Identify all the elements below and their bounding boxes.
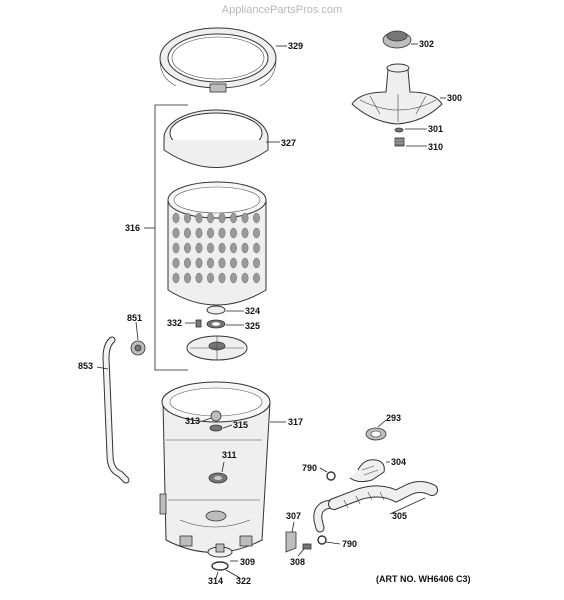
part-label-301[interactable]: 301: [428, 124, 443, 134]
tub-cover-icon: [159, 27, 277, 93]
basket-perforation: [241, 212, 249, 224]
basket-perforation: [195, 257, 203, 269]
basket-perforation: [207, 257, 214, 269]
basket-perforation: [207, 242, 214, 254]
seal-icon: [209, 424, 223, 432]
wash-basket-icon: [167, 181, 267, 306]
basket-perforation: [172, 212, 180, 224]
basket-perforation: [218, 272, 226, 284]
basket-perforation: [207, 212, 214, 224]
basket-perforation: [207, 272, 214, 284]
basket-perforation: [195, 242, 203, 254]
basket-perforation: [218, 257, 226, 269]
screw-icon: [302, 543, 312, 550]
basket-perforation: [253, 227, 260, 239]
basket-perforation: [241, 227, 249, 239]
basket-perforation: [184, 227, 191, 239]
basket-perforation: [253, 242, 260, 254]
basket-perforation: [172, 257, 180, 269]
basket-perforation: [218, 242, 226, 254]
part-label-317[interactable]: 317: [288, 417, 303, 427]
basket-perforation: [184, 272, 191, 284]
art-number: (ART NO. WH6406 C3): [376, 574, 471, 584]
washer-icon: [206, 319, 226, 329]
basket-perforation: [230, 272, 237, 284]
part-label-790[interactable]: 790: [302, 463, 317, 473]
basket-perforation: [230, 242, 237, 254]
hub-plate-icon: [186, 335, 248, 361]
basket-perforation: [184, 242, 191, 254]
basket-perforation: [172, 227, 180, 239]
part-label-851[interactable]: 851: [127, 313, 142, 323]
basket-perforation: [184, 212, 191, 224]
part-label-314[interactable]: 314: [208, 576, 223, 586]
washer-icon: [394, 127, 404, 133]
basket-perforation: [241, 272, 249, 284]
agitator-icon: [351, 63, 443, 125]
basket-perforation: [230, 227, 237, 239]
basket-perforation: [195, 227, 203, 239]
part-label-853[interactable]: 853: [78, 361, 93, 371]
screw-icon: [195, 319, 202, 328]
basket-perforation: [172, 242, 180, 254]
hose-clamp-icon: [365, 427, 387, 441]
part-label-790b[interactable]: 790: [342, 539, 357, 549]
part-label-307[interactable]: 307: [286, 511, 301, 521]
part-label-325[interactable]: 325: [245, 321, 260, 331]
basket-perforation: [253, 257, 260, 269]
outer-tub-icon: [159, 381, 271, 553]
basket-perforation: [218, 212, 226, 224]
part-label-310[interactable]: 310: [428, 142, 443, 152]
part-label-313[interactable]: 313: [185, 416, 200, 426]
basket-perforation: [241, 257, 249, 269]
basket-perforation: [241, 242, 249, 254]
part-label-300[interactable]: 300: [447, 93, 462, 103]
part-label-329[interactable]: 329: [288, 41, 303, 51]
basket-perforation: [230, 257, 237, 269]
part-label-316[interactable]: 316: [125, 223, 140, 233]
part-label-305[interactable]: 305: [392, 511, 407, 521]
part-label-309[interactable]: 309: [240, 557, 255, 567]
basket-assembly-bracket-icon: [154, 104, 188, 371]
part-label-293[interactable]: 293: [386, 413, 401, 423]
bracket-icon: [285, 531, 297, 553]
watermark: AppliancePartsPros.com: [221, 4, 343, 16]
nut-icon: [210, 410, 222, 422]
part-label-311[interactable]: 311: [222, 450, 237, 460]
leader-lines: [96, 43, 446, 579]
basket-perforation: [195, 272, 203, 284]
basket-perforation: [195, 212, 203, 224]
part-label-304[interactable]: 304: [391, 457, 406, 467]
part-label-308[interactable]: 308: [290, 557, 305, 567]
part-labels: 302 329 300 327 301 310 316 324 851 332 …: [78, 39, 462, 586]
basket-perforation: [230, 212, 237, 224]
clamp-icon: [317, 535, 327, 545]
seal-icon: [207, 543, 233, 558]
drain-hose-icon: [349, 459, 385, 483]
seal-icon: [206, 305, 226, 315]
part-label-315[interactable]: 315: [233, 420, 248, 430]
part-label-332[interactable]: 332: [167, 318, 182, 328]
balance-ring-icon: [163, 109, 269, 168]
agitator-cap-icon: [382, 30, 412, 49]
hose-connector-icon: [130, 340, 146, 356]
basket-perforation: [172, 272, 180, 284]
part-label-324[interactable]: 324: [245, 306, 260, 316]
basket-perforation: [207, 227, 214, 239]
o-ring-icon: [211, 561, 229, 571]
drain-hose-icon: [313, 481, 438, 533]
basket-perforation: [253, 272, 260, 284]
part-label-327[interactable]: 327: [281, 138, 296, 148]
bolt-icon: [394, 137, 405, 147]
bearing-icon: [208, 472, 228, 484]
basket-perforation: [184, 257, 191, 269]
basket-perforation: [218, 227, 226, 239]
part-label-322[interactable]: 322: [236, 576, 251, 586]
clamp-icon: [326, 471, 336, 481]
fill-hose-icon: [102, 336, 130, 484]
basket-perforation: [253, 212, 260, 224]
part-label-302[interactable]: 302: [419, 39, 434, 49]
